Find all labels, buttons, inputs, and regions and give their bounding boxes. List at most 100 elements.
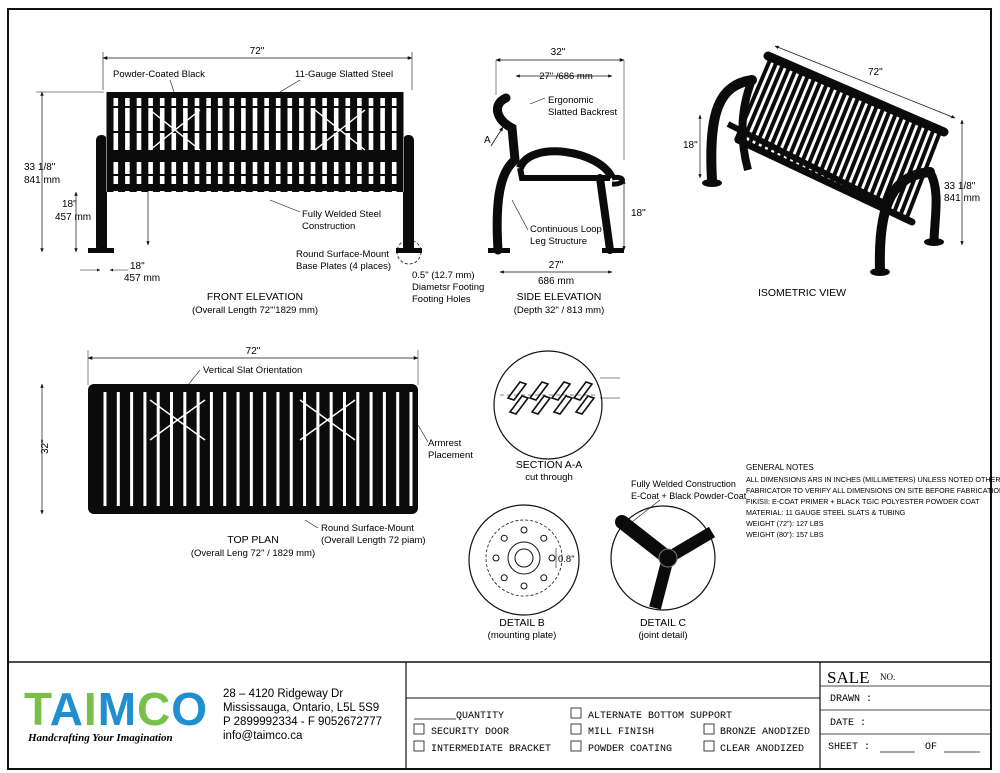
front-plates-1: Round Surface-Mount — [296, 249, 389, 260]
isometric-view: 72" 18" 33 1/8" 841 mm ISOMETRIC VIEW — [683, 45, 980, 299]
general-notes: GENERAL NOTES ALL DIMENSIONS ARS IN INCH… — [746, 463, 1000, 539]
front-slat — [152, 92, 160, 192]
section-slat — [506, 381, 528, 401]
company-phone: P 2899992334 - F 9052672777 — [223, 716, 382, 728]
iso-slat — [765, 72, 804, 156]
top-slat-gap — [396, 392, 400, 506]
front-slat — [338, 92, 346, 192]
top-cross-brace — [149, 399, 356, 441]
front-slat — [326, 92, 334, 192]
date-label: DATE : — [830, 718, 866, 729]
side-elevation: 32" 27" /686 mm Ergonomic Slatted Backre… — [484, 47, 646, 316]
top-slat-gap — [170, 392, 174, 506]
front-height-mm: 841 mm — [24, 175, 60, 186]
option-mill-finish: MILL FINISH — [588, 727, 654, 738]
front-title: FRONT ELEVATION — [207, 291, 303, 303]
side-base-mm: 686 mm — [538, 276, 574, 287]
front-label-gauge: 11-Gauge Slatted Steel — [295, 69, 393, 80]
front-slat — [384, 92, 392, 192]
top-slat-gap — [329, 392, 333, 506]
sheet-border — [7, 8, 992, 770]
detail-b-dim: 0.8" — [558, 554, 575, 565]
drawn-label: DRAWN : — [830, 694, 872, 705]
notes-line: MATERIAL: 11 GAUGE STEEL SLATS & TUBING — [746, 508, 906, 517]
front-slat — [164, 92, 172, 192]
checkbox-bronze-anodized[interactable] — [703, 723, 715, 735]
detail-c-label-2: E-Coat + Black Powder-Coat — [631, 491, 747, 501]
option-bronze-anodized: BRONZE ANODIZED — [720, 727, 810, 738]
logo-letter: I — [84, 683, 98, 735]
taimco-logo: TAIMCO Handcrafting Your Imagination — [24, 683, 207, 744]
top-slat-gap — [276, 392, 280, 506]
mounting-hole — [500, 534, 508, 542]
mounting-hole — [540, 534, 548, 542]
notes-heading: GENERAL NOTES — [746, 463, 814, 472]
option-clear-anodized: CLEAR ANODIZED — [720, 744, 804, 755]
front-slat — [176, 92, 184, 192]
checkbox-security-door[interactable] — [413, 723, 425, 735]
top-slat-gap — [409, 392, 413, 506]
iso-slat — [797, 85, 835, 171]
iso-slat — [891, 125, 930, 215]
iso-slat — [878, 120, 917, 209]
section-subtitle: cut through — [525, 472, 573, 483]
section-a-a: SECTION A-A cut through — [493, 350, 620, 483]
checkbox-mill-finish[interactable] — [570, 723, 582, 735]
top-slat-gap — [369, 392, 373, 506]
section-slat — [574, 395, 596, 415]
checkbox-powder-coating[interactable] — [570, 740, 582, 752]
front-slat — [315, 92, 323, 192]
top-slat-gap — [183, 392, 187, 506]
notes-line: FABRICATOR TO VERIFY ALL DIMENSIONS ON S… — [746, 486, 1000, 495]
sale-no-label: NO. — [880, 672, 895, 682]
front-slat — [303, 92, 311, 192]
checkbox-intermediate-bracket[interactable] — [413, 740, 425, 752]
iso-slat — [740, 61, 779, 144]
front-slat — [280, 92, 288, 192]
front-slat — [361, 92, 369, 192]
front-slat — [187, 92, 195, 192]
title-block: TAIMCO Handcrafting Your Imagination 28 … — [8, 661, 991, 769]
top-slat-gap — [130, 392, 134, 506]
notes-line: WEIGHT (80"): 157 LBS — [746, 530, 824, 539]
option-alternate-bottom-support: ALTERNATE BOTTOM SUPPORT — [588, 711, 732, 722]
top-slat-gap — [209, 392, 213, 506]
mounting-hole — [520, 582, 528, 590]
front-slat — [210, 92, 218, 192]
checkbox-alternate-bottom-support[interactable] — [570, 707, 582, 719]
detail-b-title: DETAIL B — [499, 617, 545, 629]
front-holes-3: Footing Holes — [412, 294, 471, 305]
iso-slat — [784, 80, 823, 165]
iso-slat — [809, 91, 848, 177]
side-subtitle: (Depth 32" / 813 mm) — [514, 305, 605, 316]
section-slat — [552, 395, 574, 415]
mounting-hole — [540, 574, 548, 582]
side-dim-top: 32" — [551, 47, 566, 58]
side-title: SIDE ELEVATION — [517, 291, 602, 303]
top-slat-gap — [289, 392, 293, 506]
iso-slat — [822, 96, 861, 183]
iso-slat — [771, 75, 810, 159]
checkbox-clear-anodized[interactable] — [703, 740, 715, 752]
top-slat-gap — [223, 392, 227, 506]
side-height: 18" — [631, 208, 646, 219]
front-slat — [292, 92, 300, 192]
front-subtitle: (Overall Length 72"'1829 mm) — [192, 305, 318, 316]
sheet-label: SHEET : — [828, 742, 870, 753]
top-slat-gap — [382, 392, 386, 506]
iso-slat — [853, 109, 892, 198]
iso-slat — [753, 67, 791, 150]
iso-slat — [815, 93, 854, 180]
detail-b-subtitle: (mounting plate) — [488, 630, 557, 641]
front-welded-2: Construction — [302, 221, 355, 232]
front-slat — [141, 92, 149, 192]
option-quantity-label: QUANTITY — [456, 711, 504, 722]
front-slat — [234, 92, 242, 192]
option-security-door: SECURITY DOOR — [431, 727, 509, 738]
company-address-2: Mississauga, Ontario, L5L 5S9 — [223, 702, 379, 714]
front-slat — [268, 92, 276, 192]
logo-tagline: Handcrafting Your Imagination — [27, 732, 173, 744]
front-welded-1: Fully Welded Steel — [302, 209, 381, 220]
top-slat-gap — [263, 392, 267, 506]
top-slat-gap — [236, 392, 240, 506]
